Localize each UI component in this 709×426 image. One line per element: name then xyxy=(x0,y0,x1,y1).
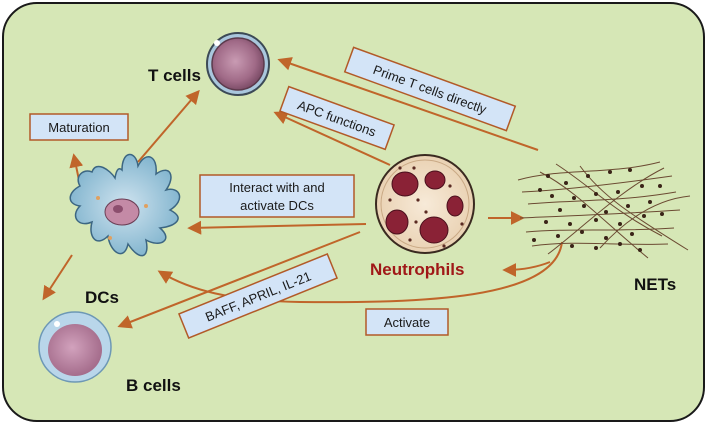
maturation-box: Maturation xyxy=(29,113,129,141)
arrow-nets-activate-dcs xyxy=(157,241,563,304)
b-cells-label: B cells xyxy=(126,376,181,395)
dcs-label: DCs xyxy=(85,288,119,307)
b-cell-illustration xyxy=(38,311,112,383)
dendritic-cell-illustration xyxy=(69,153,181,257)
arrow-nets-to-neutrophils xyxy=(502,261,551,277)
arrow-neutrophil-to-tcells xyxy=(273,111,391,166)
activate-box: Activate xyxy=(365,308,449,336)
arrow-dc-to-bcells xyxy=(42,254,73,301)
neutrophil-illustration xyxy=(375,154,475,254)
svg-text:Interact with and: Interact with and xyxy=(229,180,324,195)
interact-activate-dcs-box: Interact with and activate DCs xyxy=(199,174,355,218)
nets-granules xyxy=(532,168,664,252)
arrow-dc-to-tcells xyxy=(137,89,200,163)
arrows xyxy=(42,57,563,329)
arrow-nets-to-tcells xyxy=(277,57,539,151)
arrow-neutrophil-to-bcells xyxy=(117,231,361,329)
t-cell-illustration xyxy=(206,32,270,96)
svg-text:Maturation: Maturation xyxy=(48,120,109,135)
arrow-neutrophil-to-dcs xyxy=(187,220,367,235)
t-cells-label: T cells xyxy=(148,66,201,85)
svg-text:activate DCs: activate DCs xyxy=(240,198,314,213)
nets-illustration xyxy=(517,161,691,259)
svg-text:Activate: Activate xyxy=(384,315,430,330)
nets-label: NETs xyxy=(634,275,676,294)
neutrophils-label: Neutrophils xyxy=(370,260,464,279)
